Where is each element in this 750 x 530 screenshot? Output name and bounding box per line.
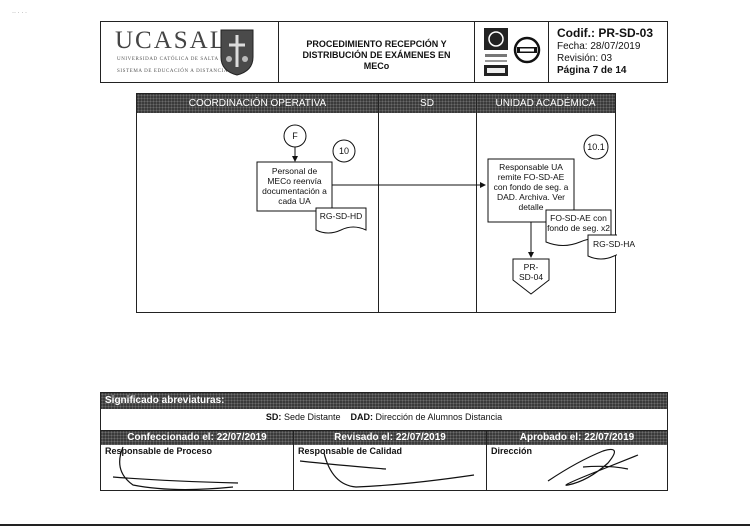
flow-shapes [256,124,617,295]
iram-certification-icon [483,27,509,79]
offpage-line-1: PR- [523,262,539,272]
iqnet-certification-icon [513,36,541,64]
step10-process-box [256,161,333,212]
approval-divider-1 [293,431,294,490]
offpage-connector-shape [512,258,550,295]
role-responsable-proceso: Responsable de Proceso [105,446,213,456]
step101-line-4: DAD. Archiva. Ver [496,192,566,202]
lane-header-sd: SD [378,94,476,113]
university-crest-icon [217,27,257,77]
offpage-line-2: SD-04 [518,272,544,282]
confeccionado-date: Confeccionado el: 22/07/2019 [127,432,267,443]
approval-section: Significado abreviaturas: SD: Sede Dista… [100,392,668,491]
logo-subtitle-2: SISTEMA DE EDUCACIÓN A DISTANCIA [117,69,229,74]
title-line-3: MECo [363,61,390,71]
offpage-connector-label: PR- SD-04 [513,262,549,282]
logo-subtitle-1: UNIVERSIDAD CATÓLICA DE SALTA [117,57,219,62]
aprobado-date: Aprobado el: 22/07/2019 [519,432,635,443]
fo-sd-ae-label: FO-SD-AE con fondo de seg. x2 [546,213,611,233]
certification-cell [475,22,549,82]
step10-number: 10 [338,146,349,156]
step101-line-5: detalle [518,202,544,212]
approval-divider-2 [486,431,487,490]
step10-line-1: Personal de [271,166,318,176]
step101-number-circle [583,134,609,160]
step101-line-1: Responsable UA [499,162,563,172]
step10-line-4: cada UA [278,196,311,206]
procedure-title: PROCEDIMIENTO RECEPCIÓN Y DISTRIBUCIÓN D… [279,39,474,72]
title-line-2: DISTRIBUCIÓN DE EXÁMENES EN [302,50,451,60]
abbrev-sd-key: SD: [265,412,282,422]
step101-line-3: con fondo de seg. a [493,182,569,192]
logo-text: UCASAL [115,27,228,54]
step101-text: Responsable UA remite FO-SD-AE con fondo… [488,162,574,212]
fo-sd-ae-line-2: fondo de seg. x2 [547,223,610,233]
signature-calidad [299,452,475,488]
abbrev-dad-value: Dirección de Alumnos Distancia [375,412,503,422]
abbreviations-title: Significado abreviaturas: [105,395,225,406]
rg-sd-ha-document-shape [587,234,617,260]
role-direccion: Dirección [491,446,533,456]
lane-header-coordinacion: COORDINACIÓN OPERATIVA [137,94,378,113]
page-number: Página 7 de 14 [557,65,627,76]
step10-line-2: MECo reenvía [267,176,322,186]
signature-direccion [547,448,639,486]
abbreviations-row: SD: Sede Distante DAD: Dirección de Alum… [101,412,667,430]
scan-marks: ·· · · · [12,10,27,16]
approval-header-row: Confeccionado el: 22/07/2019 Revisado el… [101,431,667,445]
lane-header-ua: UNIDAD ACADÉMICA [476,94,615,113]
flow-diagram: COORDINACIÓN OPERATIVA SD UNIDAD ACADÉMI… [136,93,635,313]
document-code: Codif.: PR-SD-03 [557,26,653,40]
rg-sd-hd-label: RG-SD-HD [319,211,363,221]
abbreviations-divider [101,430,667,431]
document-header: UCASAL UNIVERSIDAD CATÓLICA DE SALTA SIS… [100,21,668,83]
logo-cell: UCASAL UNIVERSIDAD CATÓLICA DE SALTA SIS… [101,22,279,82]
title-cell: PROCEDIMIENTO RECEPCIÓN Y DISTRIBUCIÓN D… [279,22,475,82]
step10-number-circle [332,139,356,163]
bottom-edge-line [0,524,750,526]
title-line-1: PROCEDIMIENTO RECEPCIÓN Y [306,39,447,49]
step101-number: 10.1 [587,142,605,152]
document-revision: Revisión: 03 [557,53,613,64]
role-responsable-calidad: Responsable de Calidad [298,446,403,456]
rg-sd-hd-document-shape [315,207,367,234]
rg-sd-ha-label: RG-SD-HA [592,239,636,249]
abbreviations-header: Significado abreviaturas: [101,393,667,409]
connector-f-label: F [292,131,298,141]
abbrev-sd-value: Sede Distante [283,412,341,422]
fo-sd-ae-line-1: FO-SD-AE con [550,213,607,223]
document-date: Fecha: 28/07/2019 [557,41,641,52]
document-meta-cell: Codif.: PR-SD-03 Fecha: 28/07/2019 Revis… [549,22,667,82]
signature-proceso [112,446,239,491]
step10-text: Personal de MECo reenvía documentación a… [257,166,332,206]
step10-line-3: documentación a [262,186,327,196]
abbrev-dad-key: DAD: [350,412,374,422]
lane-divider-2 [476,94,477,312]
lane-divider-1 [378,94,379,312]
step101-line-2: remite FO-SD-AE [497,172,565,182]
revisado-date: Revisado el: 22/07/2019 [334,432,446,443]
